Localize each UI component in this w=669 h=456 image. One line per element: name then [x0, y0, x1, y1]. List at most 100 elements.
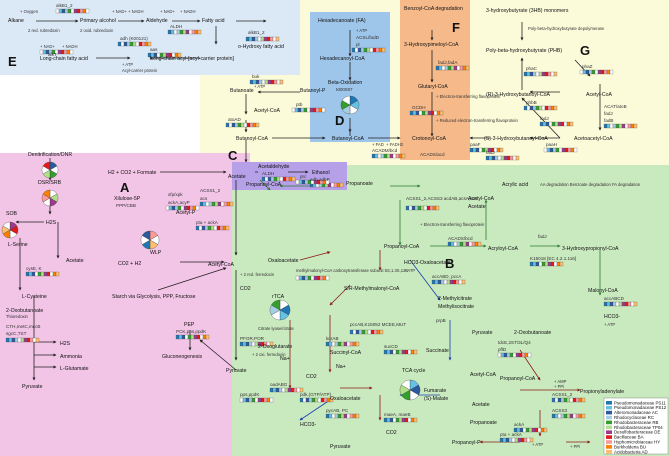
gene-strip	[523, 71, 558, 77]
gene-strip-cell	[506, 155, 511, 161]
label-nad3: + NAD+	[40, 44, 55, 49]
gene-strip-cell	[34, 271, 39, 277]
gene-strip-cell	[540, 427, 545, 433]
letter-F: F	[452, 20, 460, 35]
gene-strip-cell	[554, 397, 559, 403]
gene-strip-cell	[544, 71, 549, 77]
gene-strip-cell	[364, 329, 369, 335]
gene-strip-cell	[506, 352, 511, 358]
label-aas: aas	[150, 47, 158, 52]
gene-strip-cell	[456, 241, 461, 247]
label-acetate: Acetate	[228, 174, 246, 180]
label-accABCD: accABD, pccA	[432, 274, 462, 279]
gene-strip-cell	[208, 201, 213, 207]
gene-strip-cell	[392, 153, 397, 159]
gene-strip-cell	[260, 36, 265, 42]
gene-strip-cell	[563, 413, 568, 419]
gene-strip-cell	[352, 413, 357, 419]
gene-strip-cell	[560, 121, 565, 127]
label-propanoate2: Propanoate	[470, 420, 497, 426]
gene-strip-cell	[354, 47, 359, 53]
gene-strip-cell	[437, 279, 442, 285]
label-fadh2: + FADH2	[386, 142, 404, 147]
label-phaC: phaC	[526, 66, 538, 71]
gene-strip-cell	[603, 123, 608, 129]
gene-strip-cell	[633, 123, 638, 129]
gene-strip-cell	[304, 179, 309, 185]
gene-strip-cell	[141, 41, 146, 47]
gene-strip-cell	[509, 155, 514, 161]
label-acetyl-c: Acetyl-CoA	[254, 108, 280, 114]
gene-strip-cell	[293, 387, 298, 393]
gene-strip-cell	[328, 413, 333, 419]
gene-strip-cell	[288, 176, 293, 182]
gene-strip-cell	[443, 279, 448, 285]
gene-strip-cell	[553, 105, 558, 111]
gene-strip-cell	[398, 153, 403, 159]
gene-strip-cell	[488, 155, 493, 161]
gene-strip-cell	[458, 279, 463, 285]
gene-strip-cell	[301, 179, 306, 185]
label-pep: PEP	[184, 322, 195, 328]
gene-strip-cell	[165, 205, 170, 211]
gene-strip-cell	[503, 352, 508, 358]
gene-strip-cell	[329, 397, 334, 403]
gene-strip-cell	[509, 352, 514, 358]
label-fad: + FAD	[372, 142, 384, 147]
gene-strip-cell	[20, 337, 25, 343]
label-acss3: ACSS3	[552, 408, 568, 413]
gene-strip-cell	[349, 413, 354, 419]
gene-strip	[295, 275, 330, 281]
gene-strip-cell	[176, 29, 181, 35]
label-electron2: + Reduced electron-transferring flavopro…	[436, 118, 518, 123]
label-butanoyl-coa: Butanoyl-CoA	[236, 136, 269, 142]
label-atp-b: + ATP	[404, 268, 415, 273]
gene-strip-cell	[551, 413, 556, 419]
gene-strip-cell	[299, 397, 304, 403]
label-nadh3: + NADH	[62, 44, 77, 49]
gene-strip-cell	[243, 122, 248, 128]
gene-strip-cell	[61, 8, 66, 14]
gene-strip-cell	[340, 413, 345, 419]
gene-strip-cell	[126, 41, 131, 47]
gene-strip-cell	[173, 29, 178, 35]
gene-strip-cell	[290, 387, 295, 393]
gene-strip-cell	[275, 387, 280, 393]
gene-strip-cell	[245, 397, 250, 403]
letter-G: G	[580, 43, 590, 58]
label-o-hydroxy: o-Hydroxy fatty acid	[238, 44, 284, 50]
gene-strip-cell	[298, 275, 303, 281]
legend-entry: Desulfobacteraceae DE	[614, 430, 660, 435]
label-tdcE: tdcE,2ST/3L/Q4	[498, 340, 531, 345]
label-propionyladenylate: Propionyladenylate	[580, 389, 624, 395]
gene-strip-cell	[423, 205, 428, 211]
gene-strip	[195, 225, 230, 231]
gene-strip-cell	[373, 329, 378, 335]
gene-strip-cell	[239, 397, 244, 403]
gene-strip-cell	[421, 110, 426, 116]
label-adh-c: adh,adhP	[310, 177, 330, 182]
gene-strip-cell	[375, 47, 380, 53]
label-hco3: HCO3-	[404, 260, 420, 266]
gene-strip	[147, 52, 182, 58]
label-sob: SOB	[6, 211, 17, 217]
label-acss1: ACSS1_2	[200, 188, 221, 193]
gene-strip-cell	[257, 397, 262, 403]
gene-strip	[269, 387, 304, 393]
gene-strip-cell	[418, 110, 423, 116]
gene-strip-cell	[260, 397, 265, 403]
gene-strip-cell	[430, 110, 435, 116]
gene-strip	[383, 417, 418, 423]
gene-strip-cell	[525, 427, 530, 433]
gene-strip-cell	[217, 201, 222, 207]
gene-strip-cell	[521, 352, 526, 358]
gene-strip-cell	[355, 329, 360, 335]
label-na2: Na+	[336, 364, 346, 370]
gene-strip-cell	[615, 301, 620, 307]
pie-wedge	[271, 299, 281, 311]
gene-strip-cell	[456, 65, 461, 71]
gene-strip-cell	[171, 205, 176, 211]
gene-strip-cell	[541, 71, 546, 77]
gene-strip-cell	[355, 413, 360, 419]
label-pps: pps,ppdK	[240, 392, 260, 397]
